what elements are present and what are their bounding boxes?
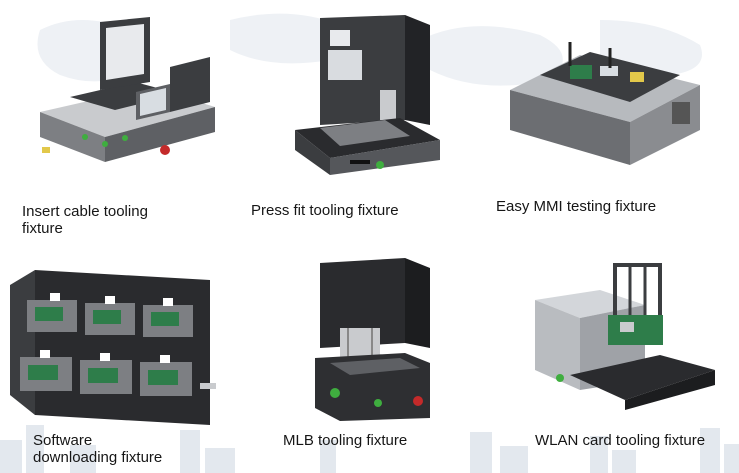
fixture-caption: Press fit tooling fixture [251, 202, 399, 219]
software-download-fixture-illustration [10, 270, 216, 425]
press-fit-fixture-illustration [295, 15, 440, 175]
wlan-card-fixture-illustration [535, 263, 715, 410]
fixture-software-download: Software downloading fixture [0, 250, 240, 473]
fixture-caption: Software downloading fixture [33, 432, 163, 466]
mlb-fixture-illustration [315, 258, 430, 421]
fixture-caption: WLAN card tooling fixture [535, 432, 706, 449]
insert-cable-fixture-illustration [40, 17, 215, 162]
fixture-caption: Insert cable tooling fixture [22, 203, 148, 237]
fixture-insert-cable: Insert cable tooling fixture [0, 0, 240, 250]
easy-mmi-fixture-illustration [510, 42, 700, 165]
fixture-caption: Easy MMI testing fixture [496, 198, 657, 215]
fixture-wlan-card: WLAN card tooling fixture [490, 250, 739, 473]
fixture-caption: MLB tooling fixture [283, 432, 408, 449]
fixture-mlb: MLB tooling fixture [240, 250, 490, 473]
fixture-easy-mmi: Easy MMI testing fixture [490, 0, 739, 250]
fixture-press-fit: Press fit tooling fixture [240, 0, 490, 250]
